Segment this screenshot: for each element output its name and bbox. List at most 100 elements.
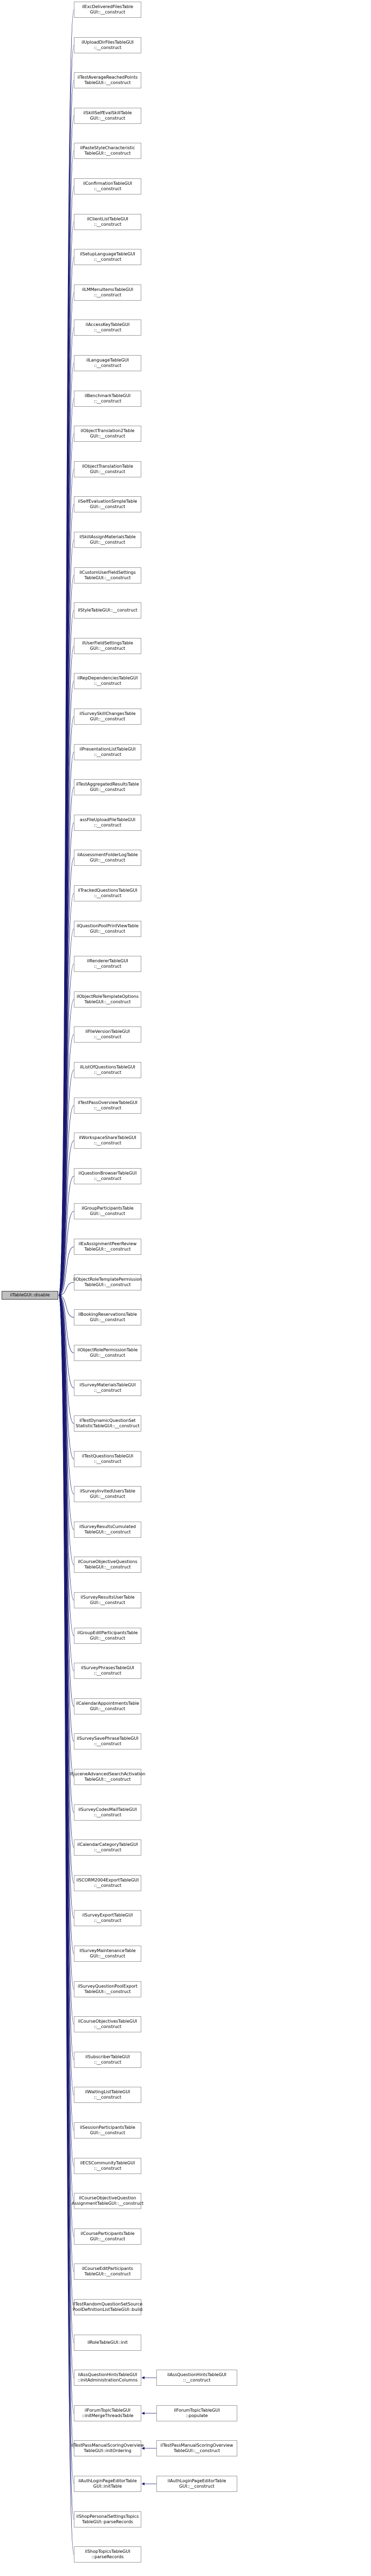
caller-node[interactable]: ilRoleTableGUI::init [74, 2335, 141, 2351]
caller-node[interactable]: ilTestPassOverviewTableGUI ::__construct [74, 1098, 141, 1114]
caller-node[interactable]: ilQuestionPoolPrintViewTable GUI::__cons… [74, 921, 141, 937]
caller-node[interactable]: ilCustomUserFieldSettings TableGUI::__co… [74, 567, 141, 584]
caller-node[interactable]: ilSetupLanguageTableGUI ::__construct [74, 249, 141, 265]
caller-node[interactable]: ilFileVersionTableGUI ::__construct [74, 1026, 141, 1043]
caller-node-label: ilForumTopicTableGUI ::initMergeThreadsT… [81, 2408, 134, 2418]
caller-node[interactable]: ilTestDynamicQuestionSet StatisticTableG… [74, 1415, 141, 1432]
caller-node[interactable]: ilWaitingListTableGUI ::__construct [74, 2087, 141, 2103]
root-node[interactable]: ilTableGUI::disable [2, 1291, 58, 1300]
caller-node[interactable]: ilGroupEditParticipantsTable GUI::__cons… [74, 1628, 141, 1644]
caller-node[interactable]: ilCourseEditParticipants TableGUI::__con… [74, 2263, 141, 2280]
caller-node[interactable]: ilUserFieldSettingsTable GUI::__construc… [74, 638, 141, 654]
caller-node-label: ilSCORM2004ExportTableGUI ::__construct [76, 1878, 139, 1888]
caller-node[interactable]: ilPasteStyleCharacteristic TableGUI::__c… [74, 143, 141, 159]
caller-node[interactable]: ilSCORM2004ExportTableGUI ::__construct [74, 1875, 141, 1891]
caller-node[interactable]: ilBenchmarkTableGUI ::__construct [74, 391, 141, 407]
caller-node[interactable]: ilObjectRoleTemplatePermission TableGUI:… [73, 1274, 142, 1290]
caller-node[interactable]: ilSurveySkillChangesTable GUI::__constru… [74, 709, 141, 725]
caller-node[interactable]: ilCourseParticipantsTable GUI::__constru… [74, 2228, 141, 2245]
caller-node[interactable]: ilLanguageTableGUI ::__construct [74, 355, 141, 371]
caller-node[interactable]: ilLMMenuItemsTableGUI ::__construct [74, 284, 141, 301]
caller-node[interactable]: ilSkillAssignMaterialsTable GUI::__const… [74, 532, 141, 548]
caller-node[interactable]: ilSelfEvaluationSimpleTable GUI::__const… [74, 496, 141, 512]
caller-node[interactable]: ilSkillSelfEvalSkillTable GUI::__constru… [74, 108, 141, 124]
caller-node[interactable]: ilConfirmationTableGUI ::__construct [74, 178, 141, 195]
caller-node-label: ilTestAggregatedResultsTable GUI::__cons… [76, 782, 139, 792]
caller-node-label: ilConfirmationTableGUI ::__construct [83, 181, 133, 191]
caller-node[interactable]: ilSurveyInvitedUsersTable GUI::__constru… [74, 1486, 141, 1502]
caller-node[interactable]: ilTestRandomQuestionSetSource PoolDefini… [73, 2299, 142, 2315]
caller-node[interactable]: ilLuceneAdvancedSearchActivation TableGU… [70, 1769, 146, 1785]
caller-node-label: ilObjectRolePermissionTable GUI::__const… [77, 1348, 138, 1358]
caller-node[interactable]: ilObjectTranslationTable GUI::__construc… [74, 461, 141, 477]
caller-node-label: ilTestAverageReachedPoints TableGUI::__c… [77, 75, 138, 85]
second-level-node[interactable]: ilForumTopicTableGUI ::populate [156, 2405, 237, 2421]
call-edge [58, 1034, 74, 1297]
caller-node[interactable]: ilCalendarAppointmentsTable GUI::__const… [74, 1698, 141, 1714]
call-edge [58, 1294, 74, 1353]
caller-node[interactable]: ilTrackedQuestionsTableGUI ::__construct [74, 885, 141, 901]
caller-node[interactable]: ilSurveyPhrasesTableGUI ::__construct [74, 1663, 141, 1679]
caller-node[interactable]: ilSurveyMaterialsTableGUI ::__construct [74, 1380, 141, 1396]
caller-node[interactable]: ilTestPassManualScoringOverview TableGUI… [71, 2440, 144, 2456]
caller-node-label: ilFileVersionTableGUI ::__construct [85, 1029, 130, 1039]
caller-node-label: ilWorkspaceShareTableGUI ::__construct [79, 1135, 136, 1145]
caller-node[interactable]: ilSurveyExportTableGUI ::__construct [74, 1910, 141, 1926]
caller-node[interactable]: ilShopPersonalSettingsTopics TableGUI::p… [74, 2511, 141, 2528]
caller-node[interactable]: ilClientListTableGUI ::__construct [74, 214, 141, 230]
second-level-node-label: ilForumTopicTableGUI ::populate [174, 2408, 220, 2418]
caller-node[interactable]: ilAssQuestionHintsTableGUI ::initAdminis… [74, 2370, 141, 2386]
second-level-node[interactable]: ilTestPassManualScoringOverview TableGUI… [156, 2440, 237, 2456]
caller-node[interactable]: assFileUploadFileTableGUI ::__construct [74, 815, 141, 831]
caller-node[interactable]: ilRendererTableGUI ::__construct [74, 956, 141, 972]
caller-node[interactable]: ilPresentationListTableGUI ::__construct [74, 744, 141, 760]
caller-node[interactable]: ilQuestionBrowserTableGUI ::__construct [74, 1168, 141, 1184]
caller-node-label: ilObjectTranslationTable GUI::__construc… [82, 464, 133, 474]
caller-node[interactable]: ilStyleTableGUI::__construct [74, 602, 141, 619]
caller-node[interactable]: ilExcDeliveredFilesTable GUI::__construc… [74, 2, 141, 18]
caller-node[interactable]: ilSurveySavePhraseTableGUI ::__construct [74, 1733, 141, 1749]
caller-node[interactable]: ilSurveyResultsCumulated TableGUI::__con… [74, 1522, 141, 1538]
second-level-node-label: ilTestPassManualScoringOverview TableGUI… [160, 2443, 233, 2453]
caller-node[interactable]: ilTestAggregatedResultsTable GUI::__cons… [74, 779, 141, 795]
caller-node-label: ilObjectTranslation2Table GUI::__constru… [80, 428, 135, 439]
caller-node[interactable]: ilECSCommunityTableGUI ::__construct [74, 2158, 141, 2174]
caller-node[interactable]: ilUploadDirFilesTableGUI ::__construct [74, 37, 141, 53]
caller-node[interactable]: ilSurveyQuestionPoolExport TableGUI::__c… [74, 1981, 141, 1997]
caller-node[interactable]: ilGroupParticipantsTable GUI::__construc… [74, 1203, 141, 1219]
caller-node[interactable]: ilSurveyResultsUserTable GUI::__construc… [74, 1592, 141, 1608]
caller-node[interactable]: ilBookingReservationsTable GUI::__constr… [74, 1309, 141, 1325]
caller-node-label: ilSurveySkillChangesTable GUI::__constru… [79, 711, 136, 721]
caller-node[interactable]: ilSubscriberTableGUI ::__construct [74, 2052, 141, 2068]
caller-node[interactable]: ilCourseObjectiveQuestion AssignmentTabl… [72, 2193, 143, 2209]
caller-node[interactable]: ilSurveyMaintenanceTable GUI::__construc… [74, 1946, 141, 1962]
caller-node-label: ilUploadDirFilesTableGUI ::__construct [81, 40, 134, 50]
caller-node-label: ilSkillSelfEvalSkillTable GUI::__constru… [83, 110, 132, 121]
caller-node-label: ilRendererTableGUI ::__construct [87, 959, 128, 969]
caller-node[interactable]: ilForumTopicTableGUI ::initMergeThreadsT… [74, 2405, 141, 2421]
caller-node[interactable]: ilCourseObjectiveQuestions TableGUI::__c… [74, 1557, 141, 1573]
caller-node[interactable]: ilAuthLoginPageEditorTable GUI::initTabl… [74, 2476, 141, 2492]
caller-node[interactable]: ilListOfQuestionsTableGUI ::__construct [74, 1062, 141, 1078]
caller-node[interactable]: ilObjectRolePermissionTable GUI::__const… [74, 1345, 141, 1361]
caller-node[interactable]: ilExAssignmentPeerReview TableGUI::__con… [74, 1239, 141, 1255]
caller-node-label: ilBenchmarkTableGUI ::__construct [84, 393, 131, 404]
caller-node[interactable]: ilCourseObjectivesTableGUI ::__construct [74, 2016, 141, 2032]
caller-node[interactable]: ilTestQuestionsTableGUI ::__construct [74, 1451, 141, 1467]
caller-node[interactable]: ilAccessKeyTableGUI ::__construct [74, 320, 141, 336]
caller-node[interactable]: ilObjectRoleTemplateOptions TableGUI::__… [74, 991, 141, 1008]
second-level-node[interactable]: ilAssQuestionHintsTableGUI ::__construct [156, 2370, 237, 2386]
caller-node-label: ilShopTopicsTableGUI ::parseRecords [85, 2549, 130, 2559]
second-level-node[interactable]: ilAuthLoginPageEditorTable GUI::__constr… [156, 2476, 237, 2492]
caller-node[interactable]: ilCalendarCategoryTableGUI ::__construct [74, 1839, 141, 1856]
caller-node[interactable]: ilRepDependenciesTableGUI ::__construct [74, 673, 141, 689]
caller-node[interactable]: ilWorkspaceShareTableGUI ::__construct [74, 1133, 141, 1149]
caller-node[interactable]: ilTestAverageReachedPoints TableGUI::__c… [74, 72, 141, 88]
caller-node[interactable]: ilSessionParticipantsTable GUI::__constr… [74, 2122, 141, 2138]
caller-node-label: ilSurveyQuestionPoolExport TableGUI::__c… [78, 1984, 138, 1994]
caller-node[interactable]: ilAssessmentFolderLogTable GUI::__constr… [74, 850, 141, 866]
caller-node[interactable]: ilObjectTranslation2Table GUI::__constru… [74, 426, 141, 442]
caller-node[interactable]: ilSurveyCodesMailTableGUI ::__construct [74, 1804, 141, 1821]
caller-node-label: ilECSCommunityTableGUI ::__construct [80, 2161, 135, 2171]
caller-node[interactable]: ilShopTopicsTableGUI ::parseRecords [74, 2546, 141, 2563]
